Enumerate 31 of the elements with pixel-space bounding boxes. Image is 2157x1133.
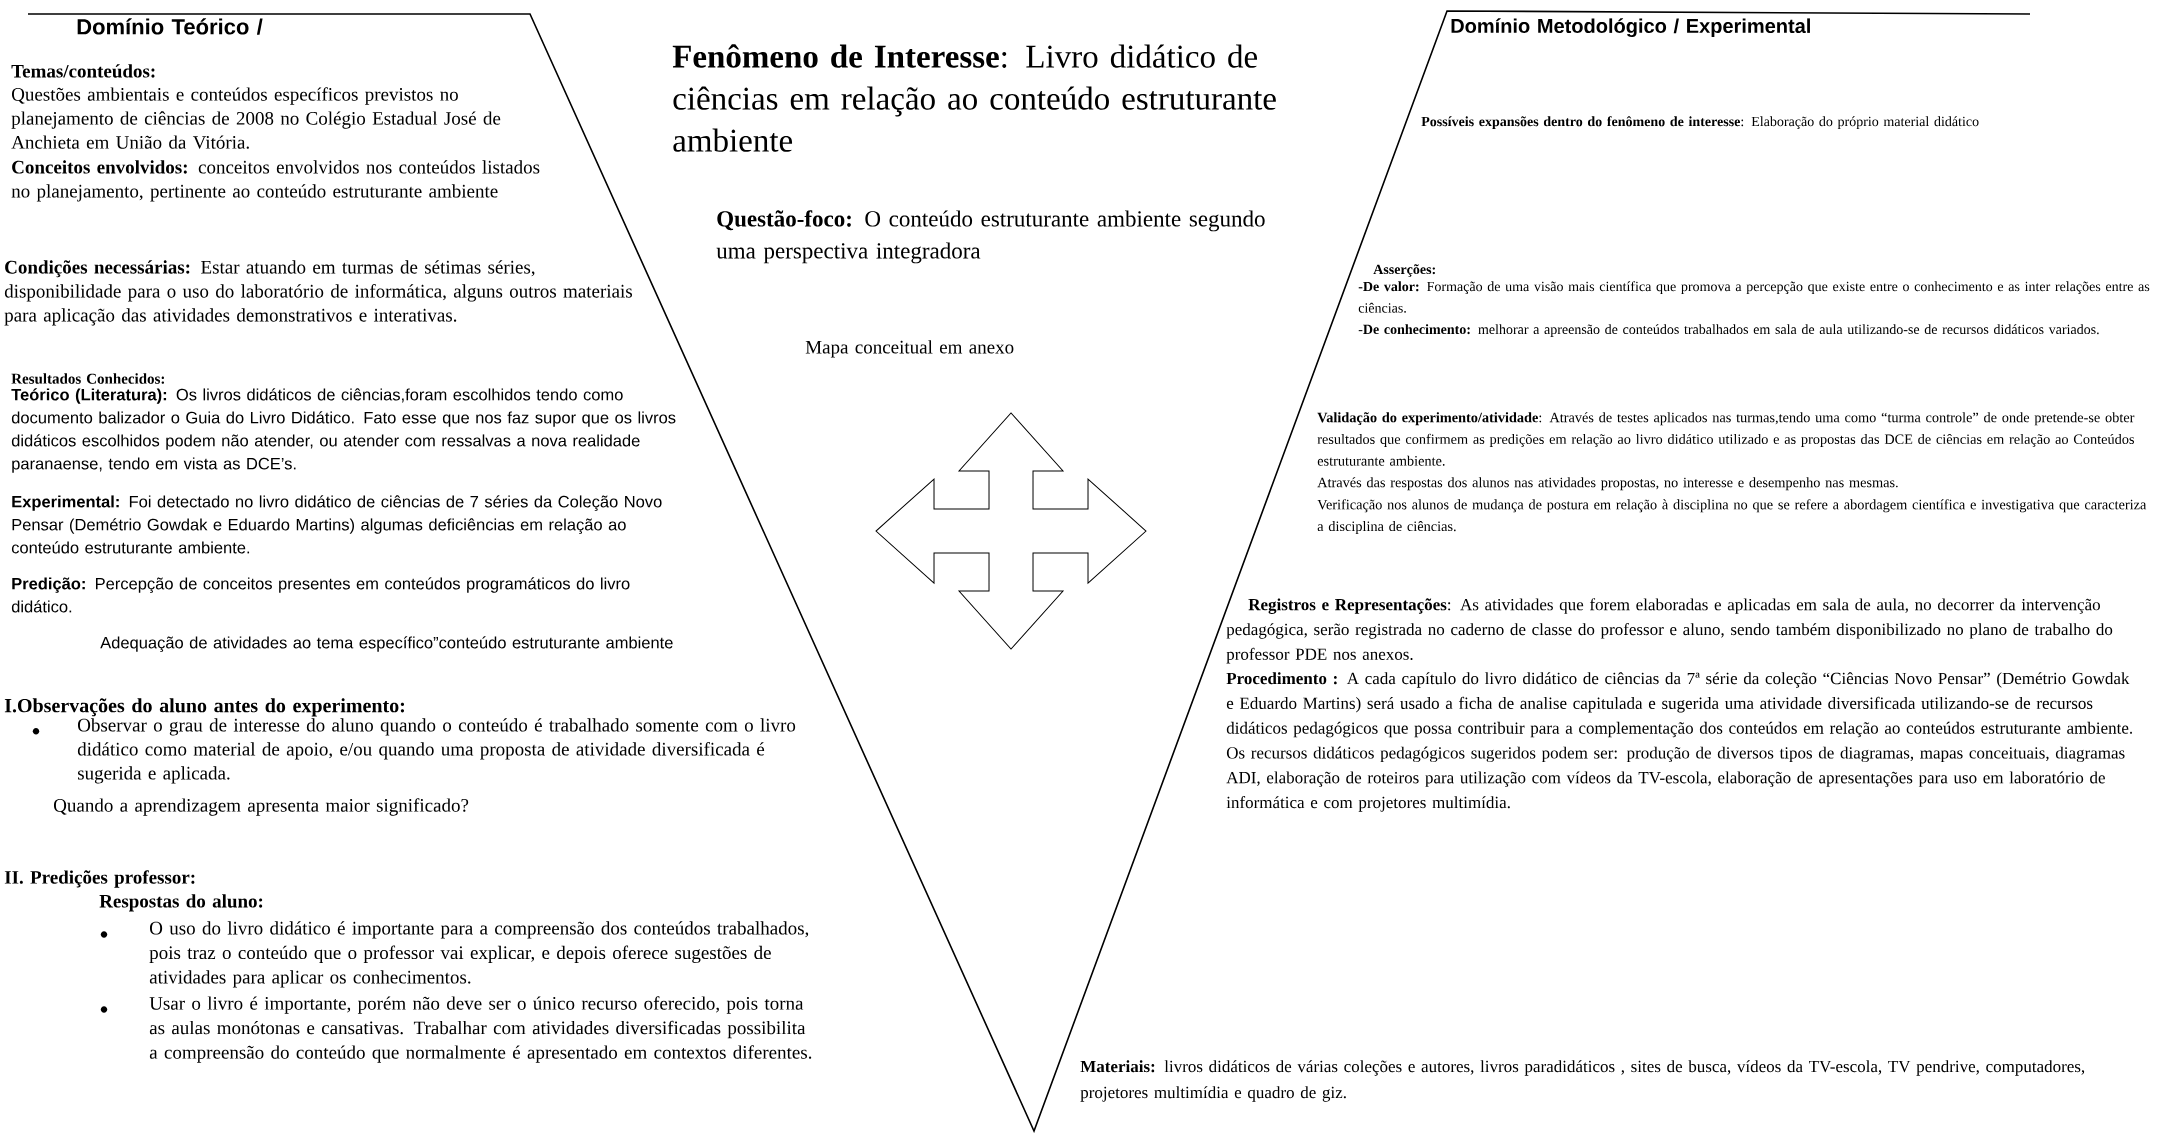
paragraph: Procedimento : A cada capítulo do livro didático de ciências da 7ª série da coleção “Ciências Novo Pensar” (Demétrio Gowdak e Eduardo Martins) será usado a ficha de analise capitulada e sugerida uma atividade diversificada utilizando-se de recursos didáticos pedagógicos que possa contribuir para a complementação dos conteúdos em relação ao conteúdos estruturante ambiente. Os recursos didáticos pedagógicos sugeridos podem ser: produção de diversos tipos de diagramas, mapas conceituais, diagramas ADI, elaboração de roteiros para utilização com vídeos da TV-escola, elaboração de apresentações para uso em laboratório de informática e com projetores multimídia. (1226, 672, 2133, 812)
bullet-text: Observar o grau de interesse do aluno quando o conteúdo é trabalhado somente com o livro didático como material de apoio, e/ou quando uma proposta de atividade diversificada é sugerida e aplicada. (77, 718, 796, 784)
section-heading: Temas/conteúdos: (11, 64, 155, 78)
paragraph: Teórico (Literatura): Os livros didáticos de ciências,foram escolhidos tendo como documento balizador o Guia do Livro Didático. Fato esse que nos faz supor que os livros didáticos escolhidos podem não atender, ou atender com ressalvas a nova realidade paranaense, tendo em vista as DCE’s. (11, 388, 676, 473)
paragraph: Adequação de atividades ao tema específico”conteúdo estruturante ambiente (100, 636, 673, 652)
paragraph: Experimental: Foi detectado no livro didático de ciências de 7 séries da Coleção Novo Pensar (Demétrio Gowdak e Eduardo Martins) algumas deficiências em relação ao conteúdo estruturante ambiente. (11, 495, 662, 554)
panel-heading: Domínio Metodológico / Experimental (1451, 18, 1810, 38)
paragraph: Possíveis expansões dentro do fenômeno de interesse: Elaboração do próprio material didático (1421, 116, 1979, 130)
paragraph: Através das respostas dos alunos nas atividades propostas, no interesse e desempenho nas mesmas. (1317, 477, 1898, 491)
panel-heading: Domínio Teórico / (77, 18, 263, 35)
paragraph: Verificação nos alunos de mudança de postura em relação à disciplina no que se refere a abordagem científica e investigativa que caracteriza a disciplina de ciências. (1317, 499, 2147, 534)
section-heading: Asserções: (1373, 264, 1435, 277)
note-text: Mapa conceitual em anexo (805, 340, 1014, 358)
section-heading: II. Predições professor: (4, 870, 195, 888)
paragraph: Quando a aprendizagem apresenta maior significado? (54, 798, 469, 816)
paragraph: -De conhecimento: melhorar a apreensão de conteúdos trabalhados em sala de aula utilizando-se de recursos didáticos variados. (1358, 324, 2099, 337)
paragraph: Condições necessárias: Estar atuando em turmas de sétimas séries, disponibilidade para o uso do laboratório de informática, alguns outros materiais para aplicação das atividades demonstrativos e interativas. (4, 260, 632, 326)
section-heading: Resultados Conhecidos: (11, 373, 165, 384)
section-heading: Respostas do aluno: (99, 894, 263, 912)
bullet-text: Usar o livro é importante, porém não deve ser o único recurso oferecido, pois torna as aulas monótonas e cansativas. Trabalhar com atividades diversificadas possibilita a compreensão do conteúdo que normalmente é apresentado em contextos diferentes. (149, 996, 812, 1063)
paragraph: Questões ambientais e conteúdos específicos previstos no planejamento de ciências de 2008 no Colégio Estadual José de Anchieta em União da Vitória. (11, 87, 501, 149)
title-text: Fenômeno de Interesse: Livro didático de ciências em relação ao conteúdo estruturante ambiente (672, 44, 1276, 152)
paragraph: Materiais: livros didáticos de várias coleções e autores, livros paradidáticos , sites de busca, vídeos da TV-escola, TV pendrive, computadores, projetores multimídia e quadro de giz. (1080, 1060, 2085, 1102)
focus-question: Questão-foco: O conteúdo estruturante ambiente segundo uma perspectiva integradora (716, 210, 1265, 264)
paragraph: Registros e Representações: As atividades que forem elaboradas e aplicadas em sala de aula, no decorrer da intervenção pedagógica, serão registrada no caderno de classe do professor e aluno, sendo também disponibilizado no plano de trabalho do professor PDE nos anexos. (1226, 598, 2113, 664)
paragraph: Conceitos envolvidos: conceitos envolvidos nos conteúdos listados no planejamento, pertinente ao conteúdo estruturante ambiente (11, 160, 540, 202)
section-heading: I.Observações do aluno antes do experimento: (4, 698, 405, 717)
paragraph: Predição: Percepção de conceitos presentes em conteúdos programáticos do livro didático. (11, 577, 630, 613)
bullet-text: O uso do livro didático é importante para a compreensão dos conteúdos trabalhados, pois traz o conteúdo que o professor vai explicar, e depois oferece sugestões de atividades para aplicar os conhecimentos. (149, 921, 809, 988)
paragraph: Validação do experimento/atividade: Através de testes aplicados nas turmas,tendo uma como “turma controle” de onde pretende-se obter resultados que confirmem as predições em relação ao livro didático utilizado e as propostas das DCE de ciências em relação ao Conteúdos estruturante ambiente. (1317, 412, 2135, 466)
paragraph: -De valor: Formação de uma visão mais científica que promova a percepção que existe entre o conhecimento e as inter relações entre as ciências. (1358, 281, 2150, 313)
